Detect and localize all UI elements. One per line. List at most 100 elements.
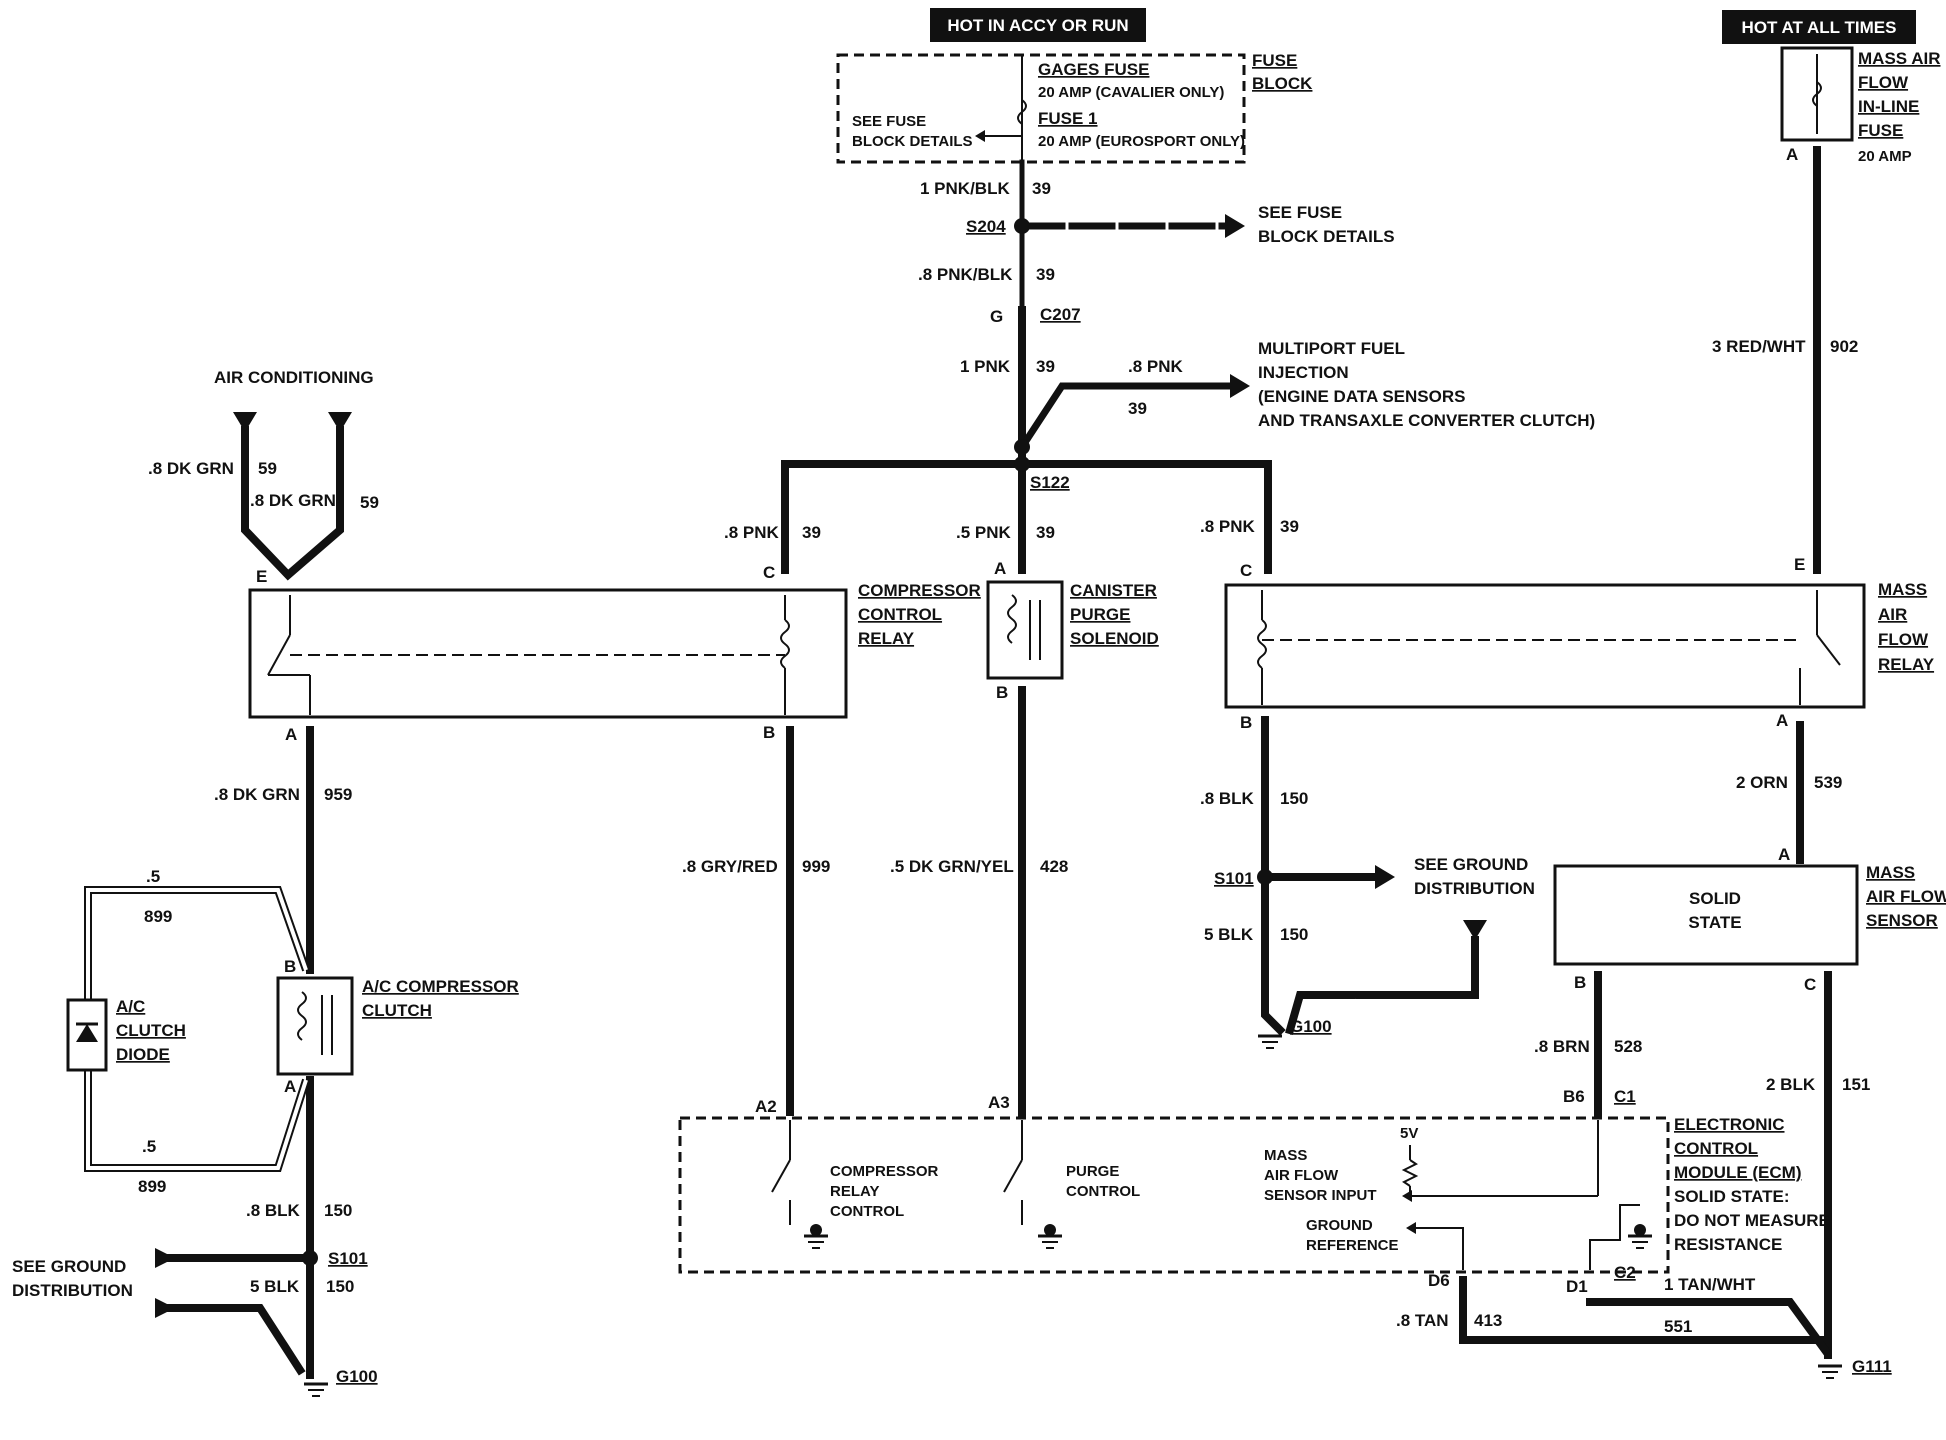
see-fuse-details-2: BLOCK DETAILS xyxy=(852,133,973,150)
maf-inline-fuse: MASS AIR FLOW IN-LINE FUSE 20 AMP A xyxy=(1780,46,1941,165)
splice-s122-label: S122 xyxy=(1030,473,1070,492)
ecm-maf-input-3: SENSOR INPUT xyxy=(1264,1187,1377,1204)
wire-5-top: .5 xyxy=(146,867,160,886)
fuse1-label: FUSE 1 xyxy=(1038,109,1098,128)
maf-fuse-title-1: MASS AIR xyxy=(1858,49,1941,68)
splice-s101-left-label: S101 xyxy=(328,1249,368,1268)
ground-icon xyxy=(1258,1034,1282,1049)
cps-title-3: SOLENOID xyxy=(1070,629,1159,648)
wire-8gryred: .8 GRY/RED xyxy=(682,857,778,876)
compressor-control-relay: COMPRESSOR CONTROL RELAY E C A B xyxy=(248,563,981,744)
arrow-left-icon xyxy=(975,130,985,142)
ground-symbols xyxy=(304,1034,1842,1397)
wire-39-b: 39 xyxy=(1036,265,1055,284)
fuse-block-title-2: BLOCK xyxy=(1252,74,1313,93)
see-ground-left-1: SEE GROUND xyxy=(12,1257,126,1276)
wire-39-m: 39 xyxy=(1036,523,1055,542)
wire-539: 539 xyxy=(1814,773,1842,792)
ecm-title-6: RESISTANCE xyxy=(1674,1235,1782,1254)
acc-title-1: A/C COMPRESSOR xyxy=(362,977,519,996)
splice-s101-right-label: S101 xyxy=(1214,869,1254,888)
splice-s204-label: S204 xyxy=(966,217,1006,236)
wire-8dkgrn-2: .8 DK GRN xyxy=(250,491,336,510)
ground-icon xyxy=(804,1224,828,1249)
ccr-pin-e: E xyxy=(256,567,267,586)
maf-fuse-title-3: IN-LINE xyxy=(1858,97,1919,116)
ecm-title-3: MODULE (ECM) xyxy=(1674,1163,1801,1182)
wire-151: 151 xyxy=(1842,1075,1870,1094)
mafs-title-1: MASS xyxy=(1866,863,1915,882)
connector-g-pin: G xyxy=(990,307,1003,326)
ecm-ground-ref-1: GROUND xyxy=(1306,1217,1373,1234)
ac-compressor-clutch: A/C COMPRESSOR CLUTCH B A xyxy=(276,957,519,1096)
gages-fuse-label: GAGES FUSE xyxy=(1038,60,1149,79)
ccr-pin-b: B xyxy=(763,723,775,742)
ecm-title-5: DO NOT MEASURE xyxy=(1674,1211,1830,1230)
ecm-title-1: ELECTRONIC xyxy=(1674,1115,1785,1134)
ecm-pin-d6: D6 xyxy=(1428,1271,1450,1290)
wire-2orn: 2 ORN xyxy=(1736,773,1788,792)
wire-39-l: 39 xyxy=(802,523,821,542)
wire-959: 959 xyxy=(324,785,352,804)
wire-8tan: .8 TAN xyxy=(1396,1311,1449,1330)
coil-icon xyxy=(1007,594,1017,644)
acd-title-3: DIODE xyxy=(116,1045,170,1064)
ecm-pin-c2: C2 xyxy=(1614,1263,1636,1282)
wire-8pnkblk: .8 PNK/BLK xyxy=(918,265,1013,284)
wire-428: 428 xyxy=(1040,857,1068,876)
ccr-title-2: CONTROL xyxy=(858,605,942,624)
coil-icon xyxy=(780,619,790,669)
ecm-pin-a3: A3 xyxy=(988,1093,1010,1112)
wire-2blk: 2 BLK xyxy=(1766,1075,1816,1094)
ac-clutch-diode: A/C CLUTCH DIODE xyxy=(66,997,186,1072)
mafs-body-1: SOLID xyxy=(1689,889,1741,908)
hot-all-times-banner: HOT AT ALL TIMES xyxy=(1722,10,1916,44)
diode-icon xyxy=(76,1024,98,1042)
mass-air-flow-relay: MASS AIR FLOW RELAY C E B A xyxy=(1224,555,1935,732)
mafr-title-3: FLOW xyxy=(1878,630,1929,649)
cps-title-1: CANISTER xyxy=(1070,581,1157,600)
see-ground-left-2: DISTRIBUTION xyxy=(12,1281,133,1300)
ecm-compressor-1: COMPRESSOR xyxy=(830,1163,939,1180)
ground-icon xyxy=(1818,1364,1842,1379)
wire-150-b: 150 xyxy=(326,1277,354,1296)
splices xyxy=(302,218,1273,1266)
mafs-body-2: STATE xyxy=(1688,913,1741,932)
wire-59-2: 59 xyxy=(360,493,379,512)
mafr-title-2: AIR xyxy=(1878,605,1907,624)
ecm-title-2: CONTROL xyxy=(1674,1139,1758,1158)
fuse-symbol xyxy=(1017,99,1027,125)
wire-902: 902 xyxy=(1830,337,1858,356)
ecm-title-4: SOLID STATE: xyxy=(1674,1187,1790,1206)
ccr-pin-a: A xyxy=(285,725,297,744)
ecm-purge-2: CONTROL xyxy=(1066,1183,1140,1200)
wire-5blk-l: 5 BLK xyxy=(250,1277,300,1296)
connector-c207: C207 xyxy=(1040,305,1081,324)
ecm-compressor-2: RELAY xyxy=(830,1183,879,1200)
see-ground-right-2: DISTRIBUTION xyxy=(1414,879,1535,898)
ccr-pin-c: C xyxy=(763,563,775,582)
cps-pin-a: A xyxy=(994,559,1006,578)
acc-title-2: CLUTCH xyxy=(362,1001,432,1020)
maf-fuse-pin-a: A xyxy=(1786,145,1798,164)
ecm-purge-1: PURGE xyxy=(1066,1163,1119,1180)
fuse1-rating: 20 AMP (EUROSPORT ONLY) xyxy=(1038,133,1245,150)
see-ground-right-1: SEE GROUND xyxy=(1414,855,1528,874)
ecm-maf-input-1: MASS xyxy=(1264,1147,1307,1164)
ecm-pin-b6: B6 xyxy=(1563,1087,1585,1106)
wire-8blk-r: .8 BLK xyxy=(1200,789,1255,808)
wire-5pnk: .5 PNK xyxy=(956,523,1012,542)
see-fuse-details-s204-2: BLOCK DETAILS xyxy=(1258,227,1395,246)
wire-1pnk: 1 PNK xyxy=(960,357,1011,376)
mafr-pin-a: A xyxy=(1776,711,1788,730)
wire-8brn: .8 BRN xyxy=(1534,1037,1590,1056)
acd-title-2: CLUTCH xyxy=(116,1021,186,1040)
ecm-pin-c1: C1 xyxy=(1614,1087,1636,1106)
ground-icon xyxy=(1038,1224,1062,1249)
cps-title-2: PURGE xyxy=(1070,605,1130,624)
wire-528: 528 xyxy=(1614,1037,1642,1056)
mafs-pin-a: A xyxy=(1778,845,1790,864)
ecm-5v-label: 5V xyxy=(1400,1125,1418,1142)
mafs-pin-c: C xyxy=(1804,975,1816,994)
